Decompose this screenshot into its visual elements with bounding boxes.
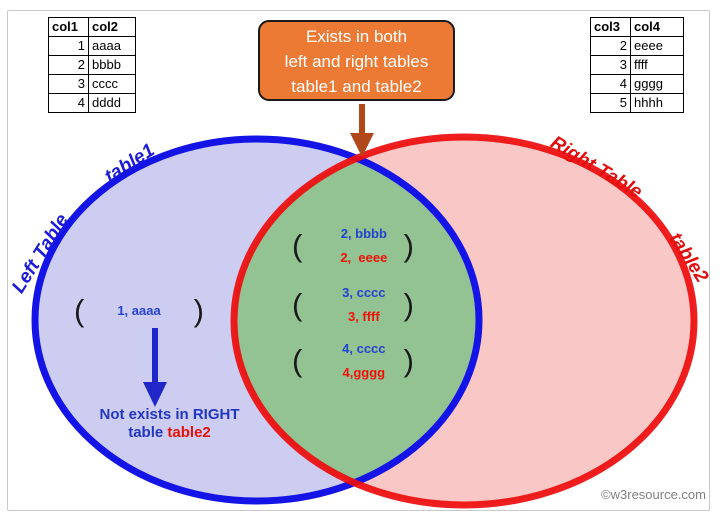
table-row: 3 ffff <box>590 55 684 75</box>
match-pair: ( 2, bbbb 2, eeee ) <box>292 226 414 266</box>
close-paren: ) <box>403 228 414 263</box>
table-cell: cccc <box>88 74 136 94</box>
table-row: 3 cccc <box>48 74 136 94</box>
column-header: col2 <box>88 17 136 37</box>
match-pair: ( 3, cccc 3, ffff ) <box>292 285 414 325</box>
table-cell: hhhh <box>630 93 684 113</box>
match-left-value: 2, bbbb <box>340 226 387 241</box>
match-left-value: 4, cccc <box>342 341 386 356</box>
column-header: col4 <box>630 17 684 37</box>
left-only-note: Not exists in RIGHT table table2 <box>87 406 252 442</box>
table-row: 2 bbbb <box>48 55 136 75</box>
table-row: 1 aaaa <box>48 36 136 56</box>
table-cell: gggg <box>630 74 684 94</box>
close-paren: ) <box>193 293 204 328</box>
intersection-area <box>234 139 479 501</box>
open-paren: ( <box>292 228 303 263</box>
right-source-table: col3 col4 2 eeee 3 ffff 4 gggg 5 hhhh <box>590 17 684 113</box>
table-cell: ffff <box>630 55 684 75</box>
match-pair: ( 4, cccc 4,gggg ) <box>292 341 414 381</box>
match-left-value: 3, cccc <box>342 285 386 300</box>
left-source-table: col1 col2 1 aaaa 2 bbbb 3 cccc 4 dddd <box>48 17 136 113</box>
intersection-callout: Exists in both left and right tables tab… <box>258 20 455 101</box>
note-line2: table table2 <box>128 424 211 441</box>
table-cell: 4 <box>590 74 631 94</box>
table-cell: aaaa <box>88 36 136 56</box>
table-row: 2 eeee <box>590 36 684 56</box>
table-cell: 1 <box>48 36 89 56</box>
note-line1: Not exists in RIGHT <box>99 406 240 423</box>
table-cell: 3 <box>48 74 89 94</box>
left-only-tuple: ( 1, aaaa ) <box>74 291 204 331</box>
table-cell: eeee <box>630 36 684 56</box>
close-paren: ) <box>403 287 414 322</box>
table-cell: 2 <box>48 55 89 75</box>
callout-line: table1 and table2 <box>291 77 422 96</box>
table-row: 4 dddd <box>48 93 136 113</box>
column-header: col3 <box>590 17 631 37</box>
left-only-down-arrow-icon <box>143 328 167 407</box>
table-cell: dddd <box>88 93 136 113</box>
table-cell: 3 <box>590 55 631 75</box>
close-paren: ) <box>403 343 414 378</box>
match-right-value: 4,gggg <box>342 365 386 380</box>
diagram-border <box>7 10 710 511</box>
table-cell: 4 <box>48 93 89 113</box>
open-paren: ( <box>292 287 303 322</box>
left-only-value: 1, aaaa <box>117 303 161 318</box>
right-circle-outline <box>230 133 698 509</box>
open-paren: ( <box>74 293 85 328</box>
table-row: 5 hhhh <box>590 93 684 113</box>
table-header-row: col1 col2 <box>48 17 136 37</box>
open-paren: ( <box>292 343 303 378</box>
left-circle-outline <box>31 135 483 505</box>
note-table2-ref: table2 <box>167 424 211 441</box>
table-row: 4 gggg <box>590 74 684 94</box>
callout-line: left and right tables <box>284 52 429 71</box>
callout-down-arrow-icon <box>350 104 374 157</box>
callout-line: Exists in both <box>305 27 408 46</box>
column-header: col1 <box>48 17 89 37</box>
match-right-value: 2, eeee <box>340 250 388 265</box>
table-cell: 5 <box>590 93 631 113</box>
watermark: ©w3resource.com <box>601 487 706 502</box>
table-cell: 2 <box>590 36 631 56</box>
match-right-value: 3, ffff <box>347 309 380 324</box>
table-header-row: col3 col4 <box>590 17 684 37</box>
table-cell: bbbb <box>88 55 136 75</box>
